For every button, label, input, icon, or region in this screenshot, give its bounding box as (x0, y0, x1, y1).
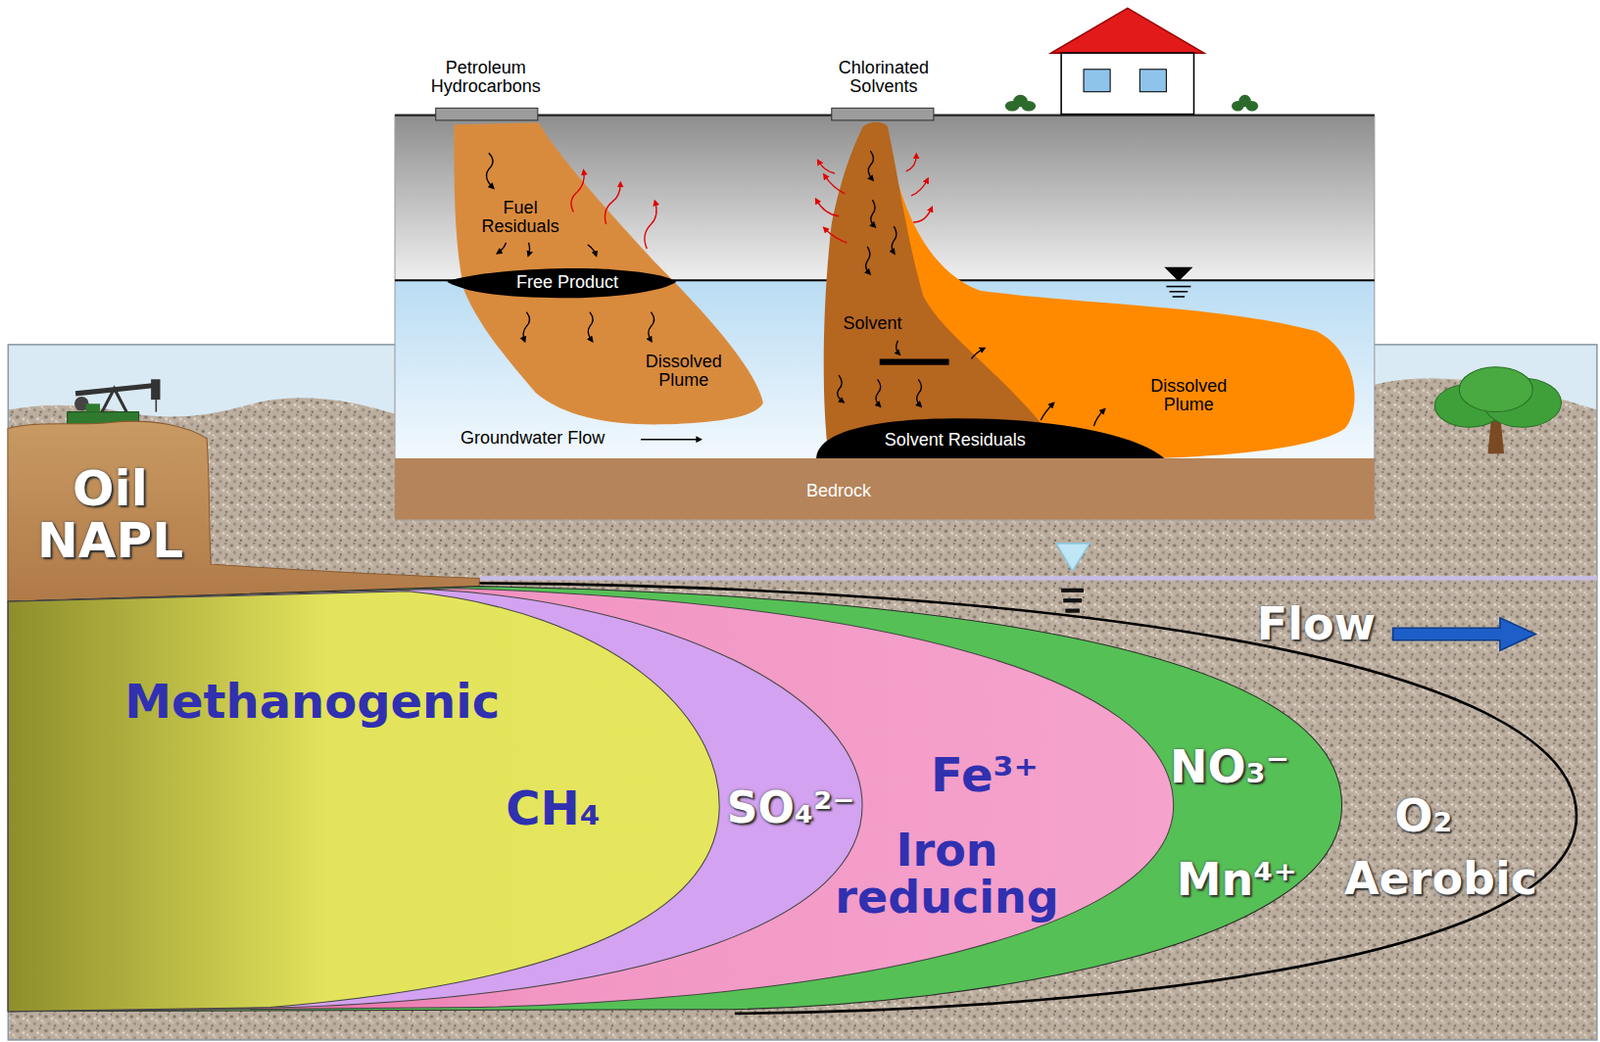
methanogenic-zone-text-holder: CH₄ (488, 783, 617, 833)
figure-label: Groundwater Flow (460, 429, 605, 448)
oil-napl-source: Oil NAPL (7, 416, 485, 606)
solvent-residuals-pool-shape (816, 418, 1165, 460)
solvent-source-zone-shape (824, 121, 1062, 455)
oil-napl-source-text-holder: Oil NAPL (9, 463, 211, 567)
figure-label-holder: Chlorinated Solvents (820, 58, 948, 97)
solvent-source-zone-text: Solvent (842, 314, 902, 334)
nitrate-manganese-zone-text: NO₃⁻ (1169, 743, 1290, 791)
nitrate-manganese-zone-text-holder: Mn⁴⁺ (1172, 856, 1301, 904)
iron-reducing-zone-shape (7, 588, 1173, 1013)
fuel-plume-text-holder: Dissolved Plume (634, 352, 733, 390)
bedrock-layer: Bedrock (394, 458, 1375, 520)
figure-label: Petroleum Hydrocarbons (417, 58, 555, 97)
sulfate-reducing-zone-text: SO₄²⁻ (727, 785, 856, 831)
figure-label-holder: Petroleum Hydrocarbons (417, 58, 555, 97)
methanogenic-zone-text: Methanogenic (124, 677, 500, 727)
free-product-lens-text-holder: Free Product (503, 273, 631, 292)
solvent-source-zone-outline (816, 117, 1067, 460)
solvent-residuals-pool-text: Solvent Residuals (884, 431, 1026, 450)
figure-label-holder: Flow (1242, 600, 1390, 648)
aerobic-zone-text-holder: Aerobic (1328, 855, 1554, 903)
solvent-source-zone-text-holder: Solvent (827, 314, 917, 334)
iron-reducing-zone-text: Fe³⁺ (930, 750, 1039, 800)
dissolved-plume-text: Dissolved Plume (1139, 377, 1238, 415)
solvent-residuals-pool-text-holder: Solvent Residuals (862, 431, 1049, 450)
oil-napl-source-shape (7, 421, 480, 602)
aerobic-zone-text: O₂ (1394, 792, 1453, 840)
fuel-plume-text: Fuel Residuals (471, 198, 570, 237)
iron-reducing-zone-text: Iron reducing (809, 826, 1084, 922)
nitrate-manganese-zone-text: Mn⁴⁺ (1176, 856, 1298, 904)
bedrock-layer-outline (394, 458, 1375, 520)
bedrock-layer-text: Bedrock (806, 482, 872, 501)
figure-label-holder: Groundwater Flow (435, 429, 631, 448)
solvent-source-zone: Solvent (816, 117, 1067, 460)
fuel-plume-text: Dissolved Plume (634, 352, 733, 390)
methanogenic-zone-text-holder: Methanogenic (106, 677, 519, 727)
free-product-lens: Free Product (444, 265, 680, 300)
methanogenic-zone-shape (7, 591, 720, 1013)
sulfate-reducing-zone-shape (7, 589, 863, 1013)
bedrock-layer-text-holder: Bedrock (779, 482, 898, 501)
fuel-plume-text-holder: Fuel Residuals (471, 198, 570, 237)
aerobic-zone-text-holder: O₂ (1374, 792, 1473, 840)
solvent-residuals-pool: Solvent Residuals (814, 413, 1167, 462)
aerobic-zone-text: Aerobic (1344, 855, 1538, 903)
nitrate-manganese-zone-text-holder: NO₃⁻ (1165, 743, 1294, 791)
figure-label: Flow (1257, 600, 1376, 648)
free-product-lens-shape (446, 268, 677, 298)
free-product-lens-text: Free Product (516, 273, 619, 292)
methanogenic-zone-text: CH₄ (505, 783, 600, 833)
bedrock-layer-shape (394, 458, 1375, 520)
figure-label: Chlorinated Solvents (820, 58, 948, 97)
iron-reducing-zone-text-holder: Iron reducing (809, 826, 1084, 922)
oil-napl-source-text: Oil NAPL (9, 463, 211, 567)
nitrate-manganese-zone-shape (7, 586, 1342, 1013)
iron-reducing-zone-text-holder: Fe³⁺ (921, 750, 1049, 800)
sulfate-reducing-zone-text-holder: SO₄²⁻ (722, 785, 860, 831)
dissolved-plume-text-holder: Dissolved Plume (1139, 377, 1238, 415)
